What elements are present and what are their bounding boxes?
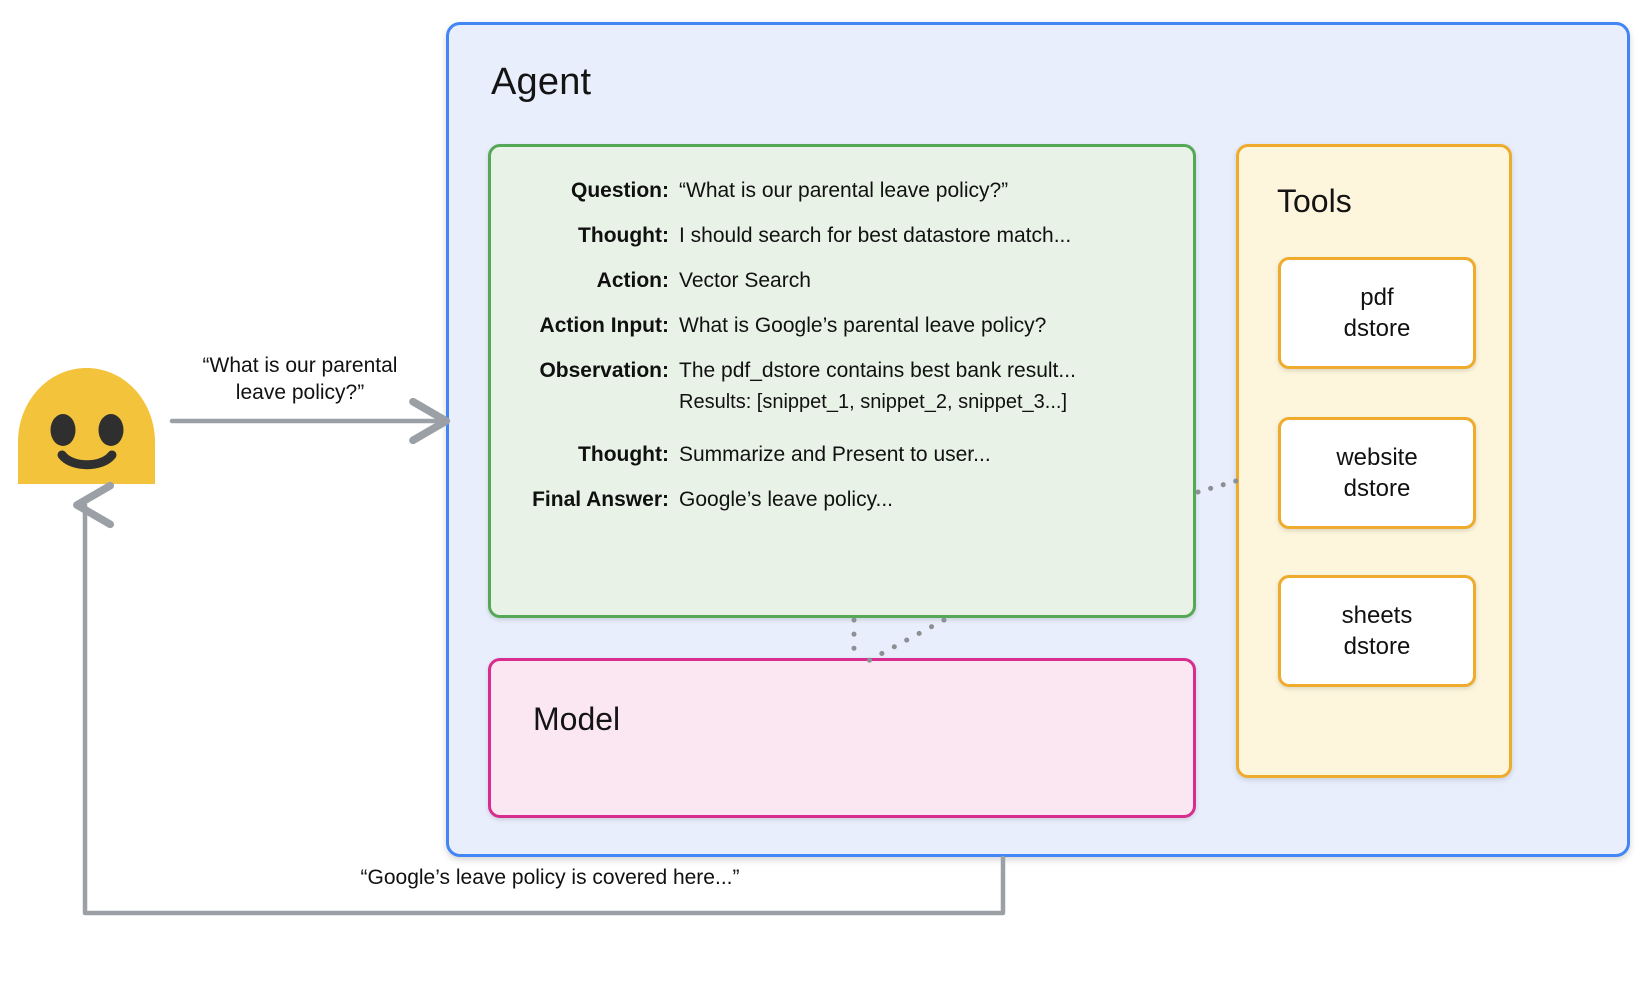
tools-title: Tools bbox=[1277, 183, 1352, 219]
react-value-action: Vector Search bbox=[679, 269, 811, 292]
tools-panel: Tools pdf dstore website dstore sheets d… bbox=[1236, 144, 1512, 778]
tool-card-website-dstore-line2: dstore bbox=[1343, 475, 1411, 502]
react-value-observation: The pdf_dstore contains best bank result… bbox=[679, 359, 1076, 382]
user-avatar-smiling-blob-face-icon bbox=[18, 368, 155, 484]
react-row-final-answer: Final Answer: Google’s leave policy... bbox=[491, 483, 1193, 516]
tool-card-pdf-dstore-line2: dstore bbox=[1343, 315, 1411, 342]
react-label-action: Action: bbox=[596, 269, 669, 292]
user-question-label: “What is our parental leave policy?” bbox=[174, 352, 426, 406]
model-title: Model bbox=[533, 701, 621, 737]
react-row-action-input: Action Input: What is Google’s parental … bbox=[491, 309, 1193, 342]
react-row-thought-2: Thought: Summarize and Present to user..… bbox=[491, 438, 1193, 471]
react-value-thought-1: I should search for best datastore match… bbox=[679, 224, 1072, 247]
react-value-observation-group: The pdf_dstore contains best bank result… bbox=[679, 354, 1076, 418]
agent-title: Agent bbox=[491, 61, 592, 103]
react-value-action-input: What is Google’s parental leave policy? bbox=[679, 314, 1047, 337]
agent-answer-label: “Google’s leave policy is covered here..… bbox=[360, 866, 740, 889]
react-label-observation: Observation: bbox=[539, 359, 669, 382]
tool-card-sheets-dstore-text: sheets dstore bbox=[1342, 600, 1413, 662]
react-label-thought-2: Thought: bbox=[578, 443, 669, 466]
tool-card-website-dstore-text: website dstore bbox=[1336, 442, 1417, 504]
tool-card-website-dstore-line1: website bbox=[1336, 444, 1418, 471]
react-row-observation: Observation: The pdf_dstore contains bes… bbox=[491, 354, 1193, 418]
user-question-line-1: “What is our parental bbox=[202, 354, 398, 377]
tool-card-pdf-dstore-text: pdf dstore bbox=[1344, 282, 1411, 344]
react-row-question: Question: “What is our parental leave po… bbox=[491, 174, 1193, 207]
react-value-final-answer: Google’s leave policy... bbox=[679, 488, 894, 511]
react-row-thought-1: Thought: I should search for best datast… bbox=[491, 219, 1193, 252]
tool-card-website-dstore[interactable]: website dstore bbox=[1278, 417, 1476, 529]
react-label-thought-1: Thought: bbox=[578, 224, 669, 247]
tool-card-sheets-dstore[interactable]: sheets dstore bbox=[1278, 575, 1476, 687]
react-row-action: Action: Vector Search bbox=[491, 264, 1193, 297]
react-value-question: “What is our parental leave policy?” bbox=[679, 179, 1009, 202]
react-value-thought-2: Summarize and Present to user... bbox=[679, 443, 991, 466]
model-panel: Model bbox=[488, 658, 1196, 818]
react-label-action-input: Action Input: bbox=[539, 314, 669, 337]
tool-card-pdf-dstore[interactable]: pdf dstore bbox=[1278, 257, 1476, 369]
tool-card-sheets-dstore-line2: dstore bbox=[1343, 633, 1411, 660]
tool-card-pdf-dstore-line1: pdf bbox=[1360, 284, 1394, 311]
react-trace-panel: Question: “What is our parental leave po… bbox=[488, 144, 1196, 618]
user-question-line-2: leave policy?” bbox=[235, 381, 365, 404]
react-label-final-answer: Final Answer: bbox=[532, 488, 669, 511]
tool-card-sheets-dstore-line1: sheets bbox=[1341, 602, 1413, 629]
react-value-observation-results: Results: [snippet_1, snippet_2, snippet_… bbox=[679, 391, 1068, 413]
react-trace-rows: Question: “What is our parental leave po… bbox=[491, 174, 1193, 528]
react-label-question: Question: bbox=[571, 179, 669, 202]
